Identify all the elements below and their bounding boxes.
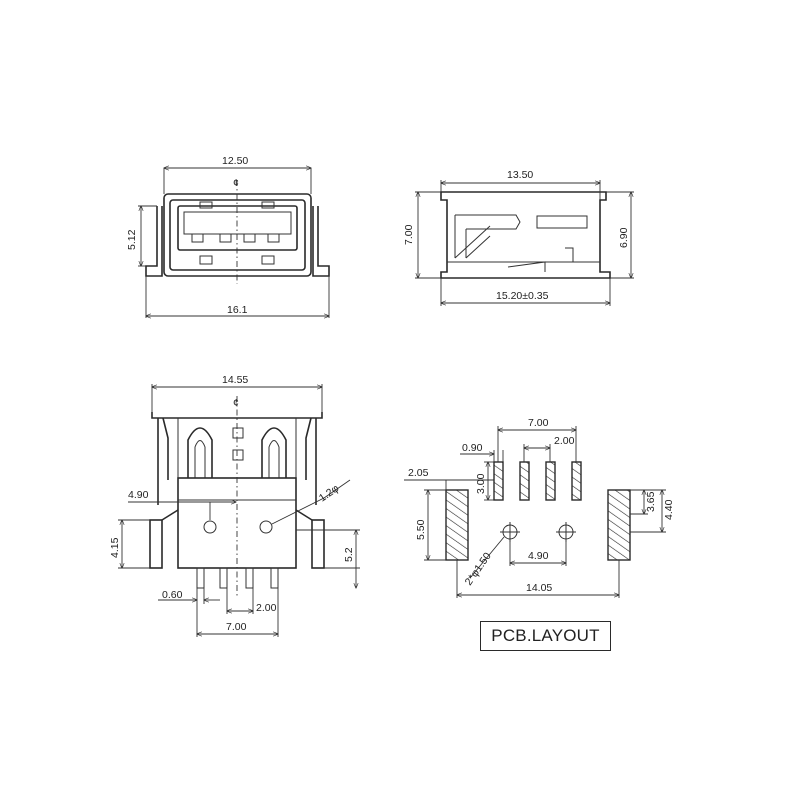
- bottom-dim-pin-pitch: 2.00: [256, 602, 277, 614]
- pcb-layout: 7.00 2.00 0.90 3.00 2.05 3.65 4.40 5.50: [404, 417, 675, 598]
- bottom-view: ¢ 14.55 4.90 1.2φ 4.15 5.2 0.60 2.00: [109, 374, 360, 637]
- bottom-dim-pin-width: 0.60: [162, 589, 183, 601]
- pcb-dim-pad-width: 0.90: [462, 442, 483, 454]
- side-view: 13.50 7.00 6.90 15.20±0.35: [403, 169, 634, 306]
- bottom-dim-offset: 4.90: [128, 489, 149, 501]
- pcb-dim-hole-spacing: 4.90: [528, 550, 549, 562]
- bottom-dim-height-left: 4.15: [109, 537, 121, 558]
- front-centerline-symbol: ¢: [233, 177, 239, 189]
- front-view: ¢ 12.50 5.12 16.1: [126, 155, 330, 318]
- pcb-dim-slot-height-left: 5.50: [415, 519, 427, 540]
- side-dim-height-left: 7.00: [403, 224, 415, 245]
- side-dim-length: 13.50: [507, 169, 533, 181]
- side-dim-height-right: 6.90: [618, 227, 630, 248]
- pcb-layout-label: PCB.LAYOUT: [480, 621, 611, 651]
- side-dim-length-bottom: 15.20±0.35: [496, 290, 549, 302]
- bottom-dim-width: 14.55: [222, 374, 248, 386]
- pcb-dim-pad-height: 3.00: [475, 473, 487, 494]
- front-dim-bottom-width: 16.1: [227, 304, 248, 316]
- front-dim-width: 12.50: [222, 155, 248, 167]
- bottom-dim-height-right: 5.2: [343, 547, 355, 562]
- pcb-dim-pin-span: 7.00: [528, 417, 549, 429]
- pcb-dim-overall-width: 14.05: [526, 582, 552, 594]
- bottom-dim-hole: 1.2φ: [317, 482, 342, 504]
- pcb-dim-slot-height-right: 3.65: [645, 491, 657, 512]
- bottom-dim-pin-span: 7.00: [226, 621, 247, 633]
- pcb-dim-top-offset: 2.05: [408, 467, 429, 479]
- pcb-dim-slot-pitch-right: 4.40: [663, 499, 675, 520]
- bottom-centerline-symbol: ¢: [233, 397, 239, 409]
- pcb-dim-pin-pitch: 2.00: [554, 435, 575, 447]
- front-dim-height: 5.12: [126, 229, 138, 250]
